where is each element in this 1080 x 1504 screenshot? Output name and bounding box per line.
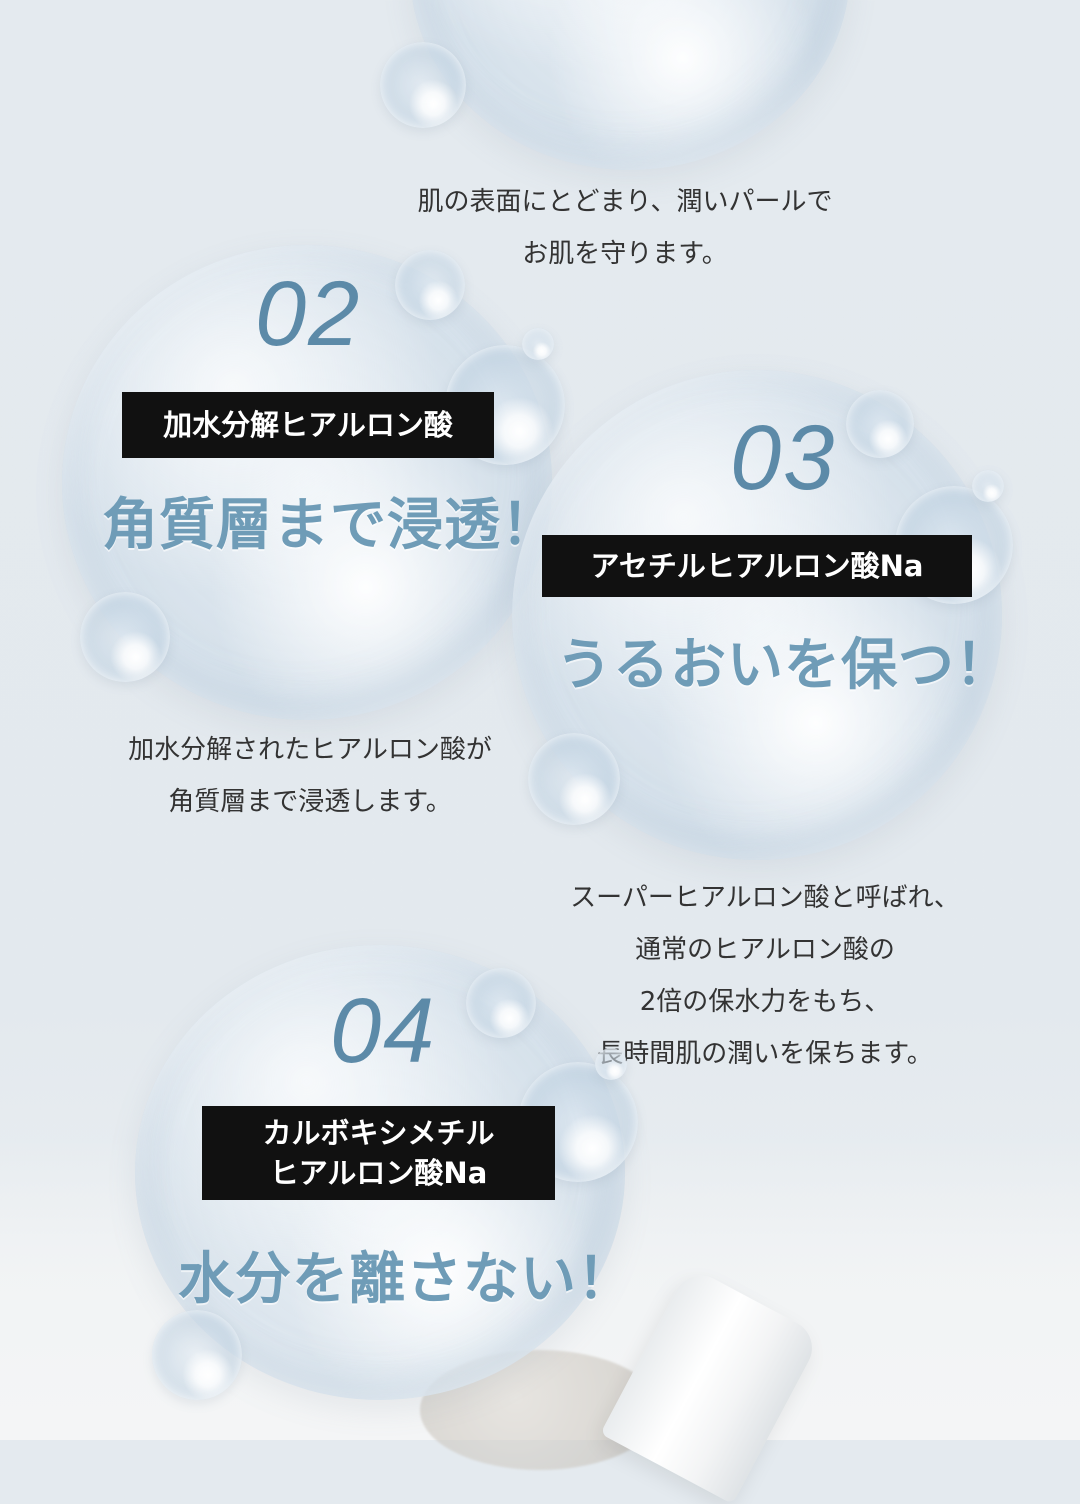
item-03-description: スーパーヒアルロン酸と呼ばれ、 通常のヒアルロン酸の 2倍の保水力をもち、 長時… xyxy=(530,872,1000,1080)
droplet xyxy=(528,733,620,825)
droplet xyxy=(466,968,536,1038)
item-04-label: カルボキシメチル ヒアルロン酸Na xyxy=(202,1106,555,1200)
item-02-headline: 角質層まで浸透！ xyxy=(102,493,558,558)
item-04-number: 04 xyxy=(330,980,437,1082)
droplet xyxy=(846,390,914,458)
item-03-headline: うるおいを保つ！ xyxy=(556,633,1012,698)
droplet xyxy=(80,592,170,682)
item-03-desc-line-4: 長時間肌の潤いを保ちます。 xyxy=(597,1039,933,1069)
item-04-label-line-2: ヒアルロン酸Na xyxy=(269,1156,488,1190)
item-02-label: 加水分解ヒアルロン酸 xyxy=(122,392,494,458)
item-03-desc-line-2: 通常のヒアルロン酸の xyxy=(635,935,895,965)
item-03-desc-line-3: 2倍の保水力をもち、 xyxy=(639,987,891,1017)
item-04-headline: 水分を離さない！ xyxy=(178,1247,634,1312)
item-03-number: 03 xyxy=(730,407,837,509)
item-03-label-line-1: アセチルヒアルロン酸Na xyxy=(590,549,924,583)
item-02-number: 02 xyxy=(255,263,362,365)
droplet xyxy=(595,1048,627,1080)
top-description: 肌の表面にとどまり、潤いパールで お肌を守ります。 xyxy=(360,176,890,280)
droplet xyxy=(972,470,1004,502)
droplet xyxy=(380,42,466,128)
item-03-desc-line-1: スーパーヒアルロン酸と呼ばれ、 xyxy=(570,883,960,913)
bubble-01 xyxy=(410,0,850,170)
item-04-label-line-1: カルボキシメチル xyxy=(262,1116,495,1150)
item-02-description: 加水分解されたヒアルロン酸が 角質層まで浸透します。 xyxy=(60,724,560,828)
item-02-desc-line-1: 加水分解されたヒアルロン酸が xyxy=(128,735,492,765)
item-02-label-line-1: 加水分解ヒアルロン酸 xyxy=(163,408,453,442)
item-03-label: アセチルヒアルロン酸Na xyxy=(542,535,972,597)
top-desc-line-1: 肌の表面にとどまり、潤いパールで xyxy=(417,187,833,217)
droplet xyxy=(522,328,554,360)
droplet xyxy=(395,250,465,320)
item-02-desc-line-2: 角質層まで浸透します。 xyxy=(168,787,452,817)
droplet xyxy=(152,1310,242,1400)
top-desc-line-2: お肌を守ります。 xyxy=(522,239,728,269)
